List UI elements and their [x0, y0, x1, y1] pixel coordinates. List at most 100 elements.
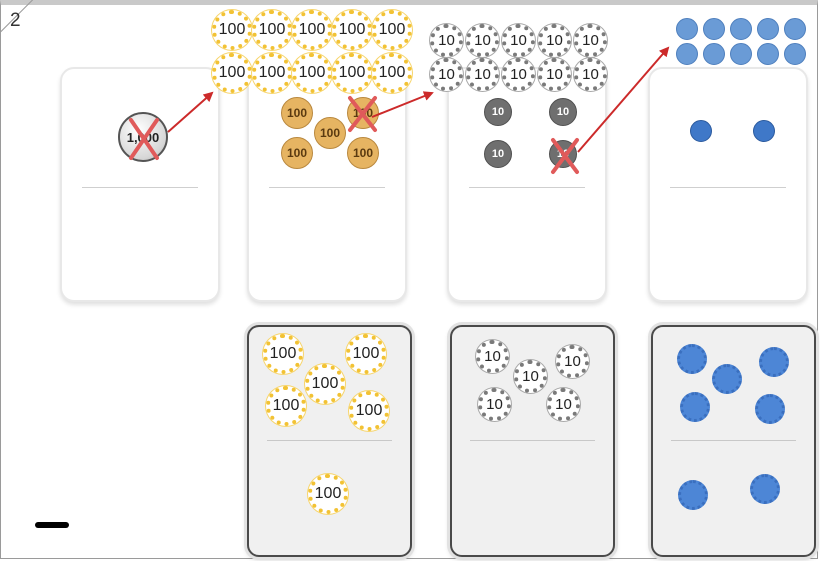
subtrahend-ten-disk-label: 10: [484, 348, 501, 365]
subtrahend-ten-disk-label: 10: [555, 396, 572, 413]
regrouped-ten-disk: 10: [574, 24, 607, 57]
hundred-disk-label: 100: [286, 146, 308, 160]
ten-disk-label: 10: [491, 148, 505, 160]
card-divider: [267, 440, 392, 441]
regrouped-hundred-disk: 100: [212, 53, 252, 93]
ten-disk-label: 10: [556, 106, 570, 118]
subtrahend-ten-disk-label: 10: [486, 396, 503, 413]
hundred-disk: 100: [347, 97, 379, 129]
regrouped-hundred-disk: 100: [252, 53, 292, 93]
subtrahend-hundred-disk: 100: [308, 474, 348, 514]
regrouped-ten-disk-label: 10: [510, 66, 527, 83]
subtrahend-one-disk: [750, 474, 780, 504]
regrouped-hundred-disk-label: 100: [258, 64, 286, 81]
ten-disk: 10: [549, 140, 577, 168]
regrouped-ten-disk-label: 10: [582, 32, 599, 49]
subtrahend-one-disk: [755, 394, 785, 424]
regrouped-hundred-disk-label: 100: [338, 64, 366, 81]
ten-disk-label: 10: [491, 106, 505, 118]
subtrahend-ten-disk: 10: [478, 388, 511, 421]
subtrahend-hundred-disk: 100: [349, 391, 389, 431]
card-divider: [82, 187, 198, 188]
regrouped-ten-disk: 10: [430, 58, 463, 91]
regrouped-ten-disk-label: 10: [438, 32, 455, 49]
subtrahend-hundred-disk-label: 100: [352, 345, 380, 362]
regrouped-ten-disk-label: 10: [474, 66, 491, 83]
thousand-disk-label: 1,000: [126, 129, 160, 145]
ten-disk-label: 10: [556, 148, 570, 160]
subtrahend-hundred-disk: 100: [266, 386, 306, 426]
regrouped-hundred-disk-label: 100: [378, 21, 406, 38]
regrouped-ten-disk: 10: [538, 24, 571, 57]
regrouped-hundred-disk-label: 100: [338, 21, 366, 38]
subtrahend-hundred-disk-label: 100: [269, 345, 297, 362]
regrouped-ten-disk: 10: [466, 58, 499, 91]
regrouped-ten-disk: 10: [574, 58, 607, 91]
regrouped-hundred-disk: 100: [252, 10, 292, 50]
regrouped-hundred-disk-label: 100: [298, 21, 326, 38]
regrouped-hundred-disk-label: 100: [378, 64, 406, 81]
regrouped-one-disk: [703, 43, 725, 65]
regrouped-hundred-disk: 100: [292, 53, 332, 93]
hundred-disk: 100: [347, 137, 379, 169]
subtrahend-hundred-disk-label: 100: [314, 485, 342, 502]
subtrahend-ten-disk-label: 10: [564, 353, 581, 370]
subtrahend-hundred-disk: 100: [263, 334, 303, 374]
regrouped-hundred-disk-label: 100: [218, 21, 246, 38]
hundred-disk: 100: [281, 137, 313, 169]
card-divider: [469, 187, 585, 188]
subtrahend-hundred-disk-label: 100: [355, 402, 383, 419]
hundred-disk-label: 100: [319, 126, 341, 140]
hundreds-subtrahend-card: [247, 325, 412, 557]
card-divider: [470, 440, 595, 441]
subtrahend-ten-disk: 10: [547, 388, 580, 421]
subtrahend-hundred-disk-label: 100: [272, 397, 300, 414]
hundred-disk-label: 100: [286, 106, 308, 120]
subtrahend-one-disk: [677, 344, 707, 374]
regrouped-ten-disk-label: 10: [582, 66, 599, 83]
regrouped-ten-disk-label: 10: [474, 32, 491, 49]
regrouped-ten-disk: 10: [538, 58, 571, 91]
regrouped-ten-disk: 10: [502, 24, 535, 57]
regrouped-hundred-disk-label: 100: [258, 21, 286, 38]
one-disk: [690, 120, 712, 142]
subtrahend-one-disk: [712, 364, 742, 394]
subtrahend-hundred-disk-label: 100: [311, 375, 339, 392]
problem-number: 2: [10, 10, 21, 31]
subtrahend-ten-disk: 10: [476, 340, 509, 373]
hundred-disk: 100: [314, 117, 346, 149]
regrouped-hundred-disk-label: 100: [218, 64, 246, 81]
regrouped-hundred-disk: 100: [372, 10, 412, 50]
regrouped-one-disk: [730, 43, 752, 65]
one-disk: [753, 120, 775, 142]
card-divider: [671, 440, 796, 441]
hundred-disk: 100: [281, 97, 313, 129]
ones-subtrahend-card: [651, 325, 816, 557]
card-divider: [269, 187, 385, 188]
subtrahend-ten-disk: 10: [514, 360, 547, 393]
regrouped-one-disk: [703, 18, 725, 40]
regrouped-ten-disk: 10: [466, 24, 499, 57]
regrouped-ten-disk-label: 10: [546, 66, 563, 83]
ten-disk: 10: [549, 98, 577, 126]
thousands-card: [60, 67, 220, 302]
subtrahend-hundred-disk: 100: [305, 364, 345, 404]
hundred-disk-label: 100: [352, 146, 374, 160]
regrouped-ten-disk: 10: [502, 58, 535, 91]
ten-disk: 10: [484, 98, 512, 126]
regrouped-hundred-disk: 100: [212, 10, 252, 50]
subtrahend-ten-disk-label: 10: [522, 368, 539, 385]
card-divider: [670, 187, 786, 188]
regrouped-hundred-disk-label: 100: [298, 64, 326, 81]
regrouped-one-disk: [676, 43, 698, 65]
regrouped-ten-disk-label: 10: [438, 66, 455, 83]
subtrahend-one-disk: [678, 480, 708, 510]
regrouped-one-disk: [757, 43, 779, 65]
minus-sign: [35, 522, 69, 528]
hundred-disk-label: 100: [352, 106, 374, 120]
regrouped-one-disk: [676, 18, 698, 40]
regrouped-one-disk: [784, 43, 806, 65]
regrouped-hundred-disk: 100: [372, 53, 412, 93]
regrouped-one-disk: [784, 18, 806, 40]
